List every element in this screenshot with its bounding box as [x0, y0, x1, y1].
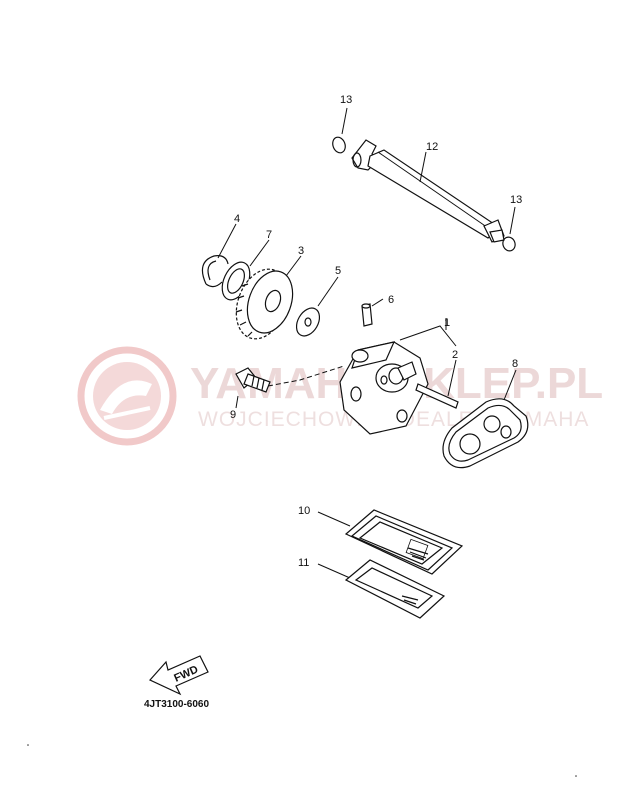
- callout-9: 9: [230, 409, 236, 421]
- callout-5: 5: [335, 265, 341, 277]
- pin-2: [415, 359, 459, 409]
- callout-3: 3: [298, 245, 304, 257]
- callout-13-right: 13: [510, 194, 522, 206]
- callout-2: 2: [452, 349, 458, 361]
- callout-12: 12: [426, 141, 438, 153]
- o-ring-13-right: [502, 206, 516, 252]
- dowel-pin-6: [361, 298, 384, 327]
- callout-4: 4: [234, 213, 240, 225]
- bolt-9: [235, 365, 345, 409]
- callout-1: 1: [444, 317, 450, 329]
- callout-7: 7: [266, 229, 272, 241]
- strainer-gasket-11: [317, 559, 446, 619]
- callout-11: 11: [298, 557, 309, 569]
- callout-6: 6: [388, 294, 394, 306]
- callout-10: 10: [298, 505, 310, 517]
- circlip-4: [201, 223, 237, 288]
- oil-strainer-10: [317, 509, 464, 575]
- thrust-washer-5: [295, 276, 339, 337]
- gasket-8: [442, 369, 529, 469]
- callout-8: 8: [512, 358, 518, 370]
- drawing-code: 4JT3100-6060: [144, 699, 209, 710]
- oil-pump-assembly-1: [339, 318, 457, 435]
- forward-arrow-icon: FWD: [149, 655, 209, 696]
- pump-shaft-12: [351, 139, 505, 243]
- watermark-logo-icon: [77, 346, 177, 446]
- o-ring-13-top: [332, 107, 348, 154]
- pump-gear-3: [235, 255, 302, 340]
- callout-13-top: 13: [340, 94, 352, 106]
